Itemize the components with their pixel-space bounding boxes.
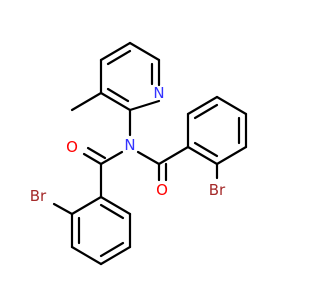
bond — [99, 91, 132, 112]
right-oxygen-label: O — [156, 181, 168, 199]
methyl-bond — [70, 91, 103, 112]
left-bromine-label: Br — [30, 187, 47, 205]
amide-nitrogen-label: N — [124, 136, 135, 154]
bond — [99, 150, 124, 166]
molecule-canvas: N N O O Br Br — [30, 41, 248, 266]
bond — [99, 203, 125, 220]
bond — [99, 245, 132, 266]
bond — [186, 95, 219, 116]
bond — [99, 41, 132, 62]
left-benzene-ring — [70, 195, 132, 266]
bond — [70, 245, 103, 266]
bond — [215, 95, 248, 116]
bond — [70, 195, 103, 216]
structure-diagram: N N O O Br Br — [30, 41, 248, 266]
bond — [99, 241, 125, 258]
left-oxygen-label: O — [66, 138, 78, 156]
right-benzene-ring — [186, 95, 248, 166]
right-bromine-label: Br — [209, 181, 226, 199]
bond — [82, 152, 103, 166]
bond — [106, 49, 132, 66]
bond — [136, 150, 161, 166]
bond — [106, 87, 130, 103]
bond — [186, 145, 219, 166]
bond — [193, 141, 219, 158]
bond — [215, 145, 248, 166]
bond — [52, 202, 74, 216]
bond — [128, 41, 161, 62]
bond — [193, 103, 219, 120]
bond — [99, 195, 132, 216]
bond — [128, 99, 161, 112]
bond — [86, 146, 107, 160]
pyridine-nitrogen-label: N — [153, 84, 164, 102]
pyridine-ring — [99, 41, 161, 112]
bond — [157, 145, 190, 166]
